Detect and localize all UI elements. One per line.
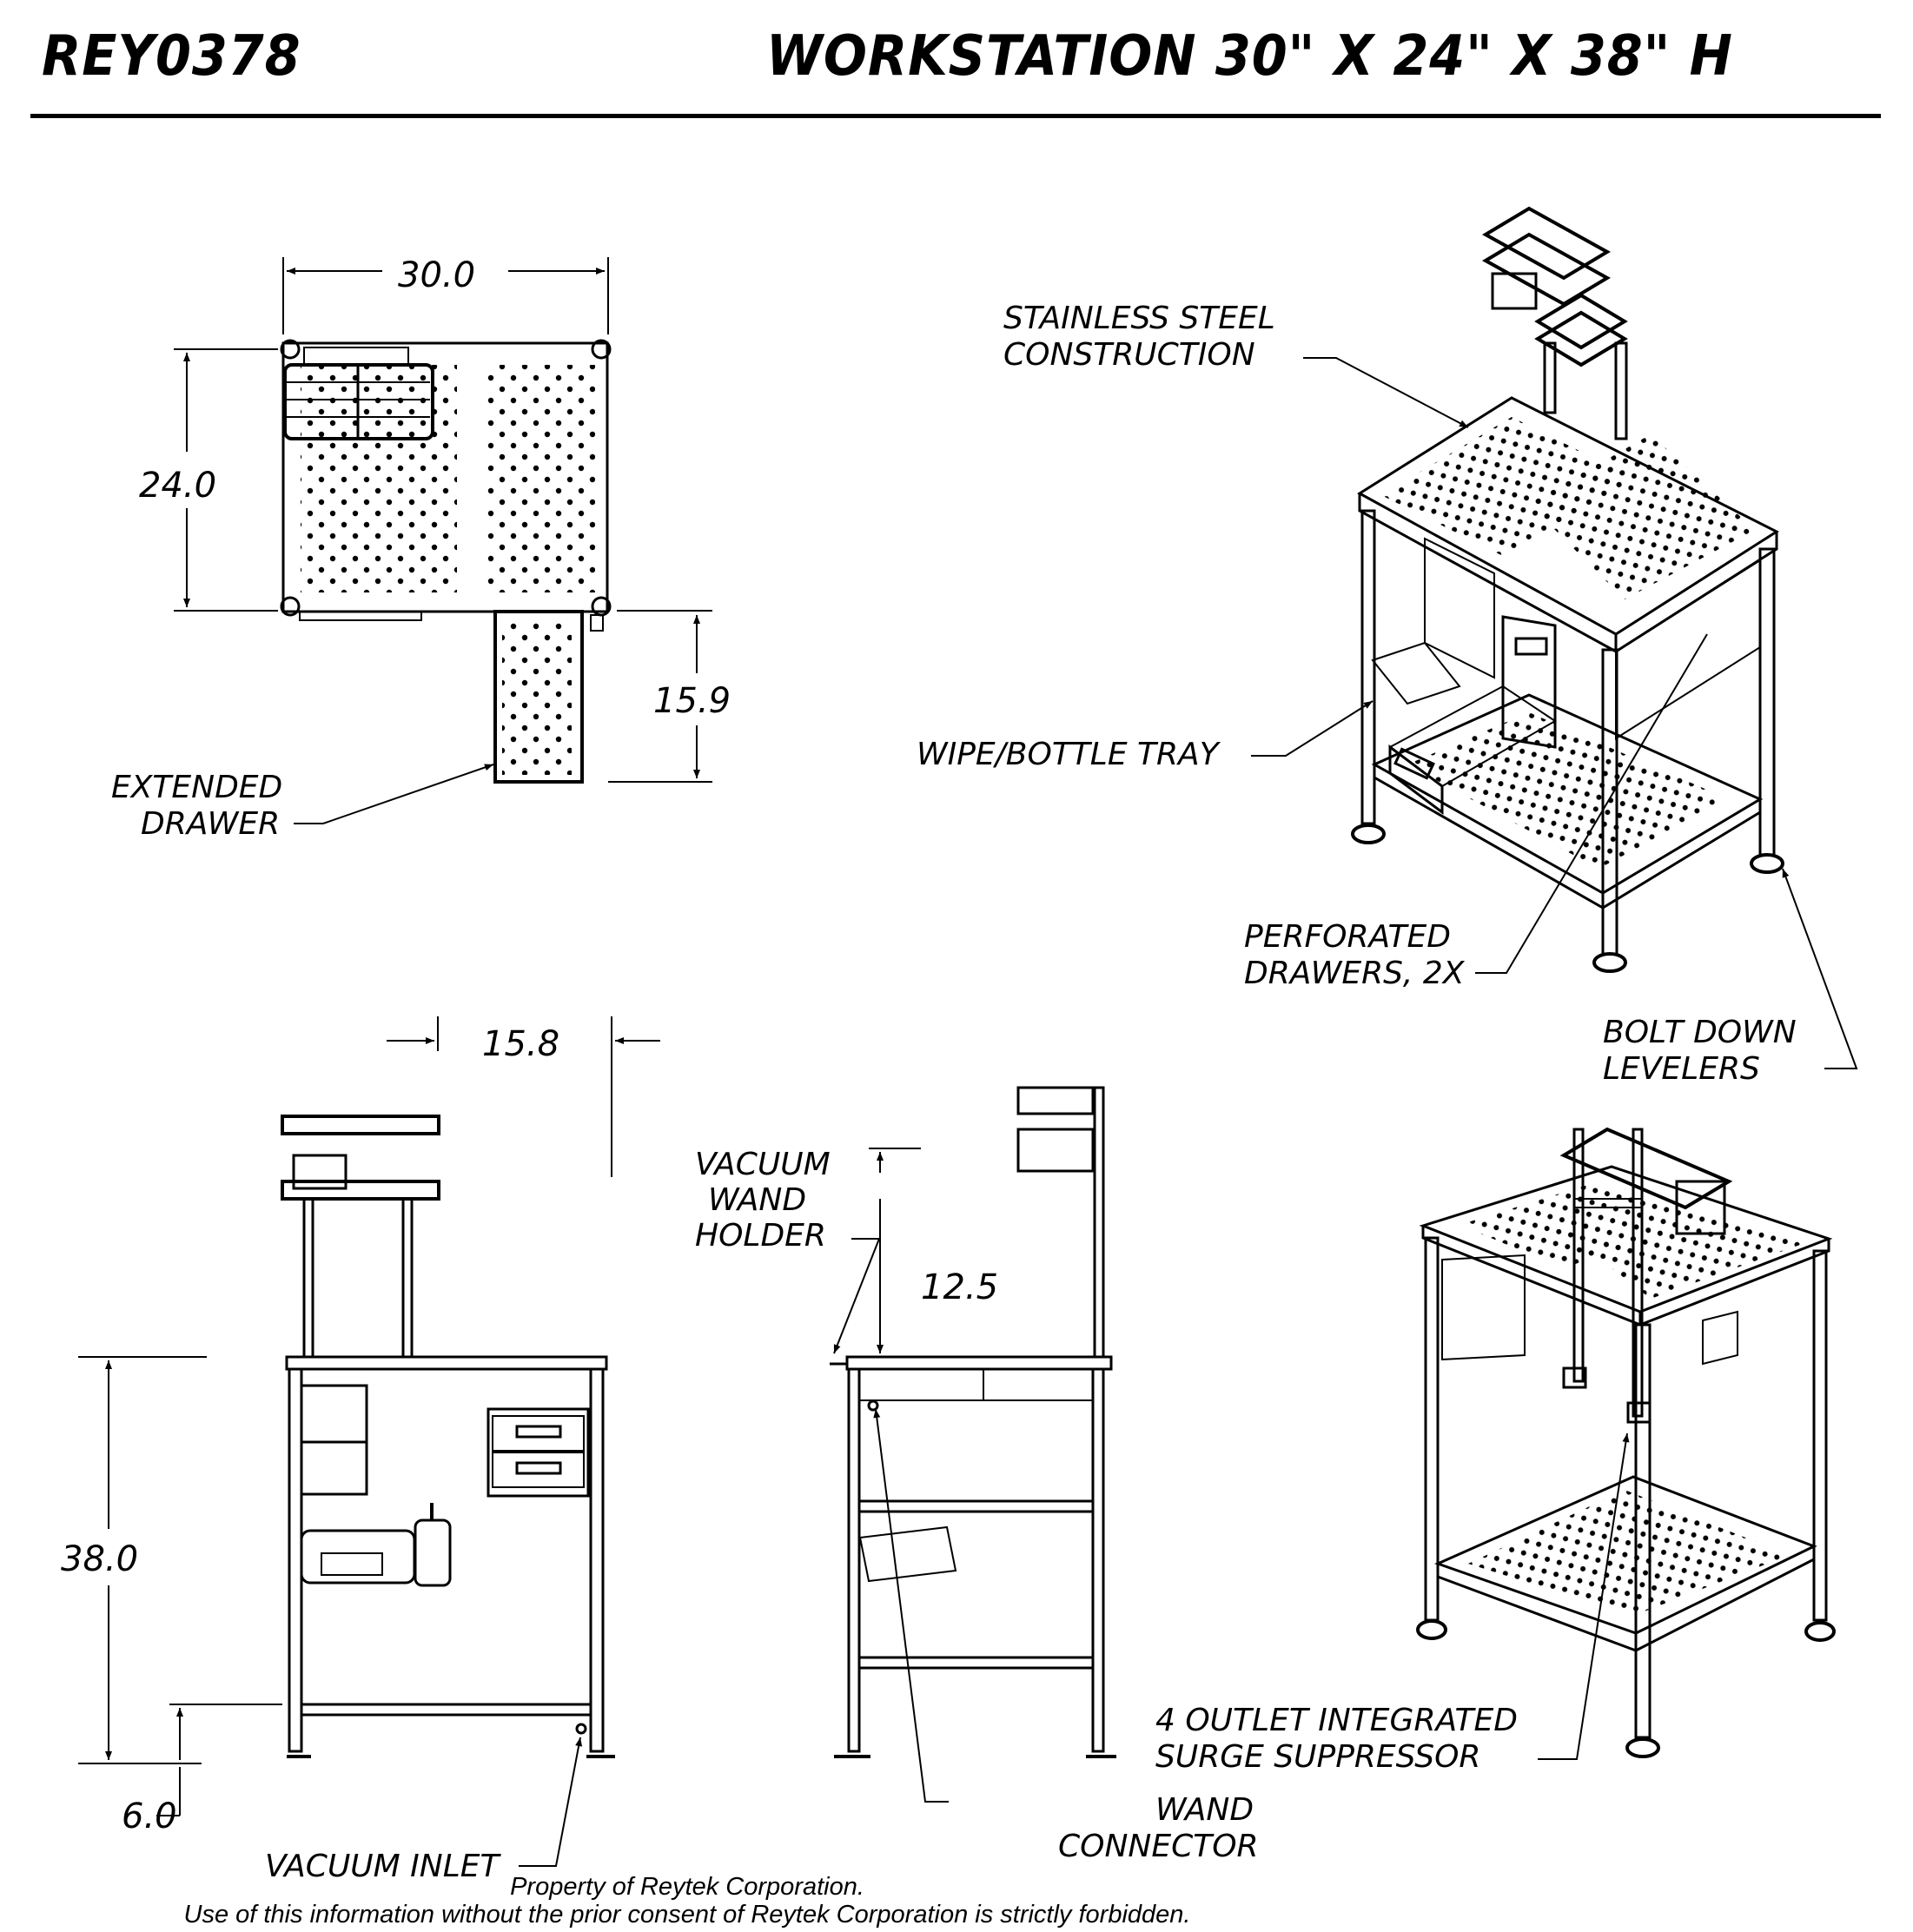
dim-height-value: 38.0 <box>61 1539 138 1579</box>
callout-perforated-drawers: PERFORATED DRAWERS, 2X <box>1244 633 1708 991</box>
callout-extended-drawer-line2: DRAWER <box>141 806 280 842</box>
dim-height: 38.0 <box>61 1356 207 1764</box>
callout-vacuum-wand-holder-line3: HOLDER <box>695 1218 826 1254</box>
dim-drawer-extended: 15.9 <box>608 610 731 783</box>
callout-extended-drawer-line1: EXTENDED <box>111 770 282 805</box>
front-elevation <box>281 1115 615 1758</box>
iso-view-front <box>1351 206 1784 973</box>
callout-perforated-drawers-line2: DRAWERS, 2X <box>1244 956 1466 991</box>
dim-depth-value: 24.0 <box>139 466 216 506</box>
dim-shelf-clearance-value: 12.5 <box>921 1267 998 1307</box>
callout-vacuum-inlet: VACUUM INLET <box>265 1737 583 1884</box>
callout-wand-connector-line1: WAND <box>1155 1792 1254 1828</box>
dim-drawer-extended-value: 15.9 <box>653 681 731 721</box>
callout-perforated-drawers-line1: PERFORATED <box>1244 919 1451 955</box>
callout-stainless-steel-line2: CONSTRUCTION <box>1003 337 1255 373</box>
footer-usage-notice: Use of this information without the prio… <box>183 1901 1191 1929</box>
callout-bolt-down-levelers: BOLT DOWN LEVELERS <box>1603 868 1858 1087</box>
top-view-extended-drawer <box>493 610 584 784</box>
dim-drawer-extension-value: 15.8 <box>482 1024 559 1064</box>
callout-vacuum-wand-holder-line1: VACUUM <box>695 1147 831 1182</box>
callout-surge-suppressor-line2: SURGE SUPPRESSOR <box>1155 1739 1480 1775</box>
side-elevation <box>830 1086 1116 1758</box>
callout-wipe-bottle-tray: WIPE/BOTTLE TRAY <box>917 700 1374 772</box>
document-title: WORKSTATION 30" X 24" X 38" H <box>766 24 1733 89</box>
callout-stainless-steel: STAINLESS STEEL CONSTRUCTION <box>1003 301 1469 428</box>
footer-property-notice: Property of Reytek Corporation. <box>510 1873 864 1901</box>
top-view-perforation-right <box>487 365 595 592</box>
dim-width-value: 30.0 <box>398 255 475 295</box>
callout-wand-connector-line2: CONNECTOR <box>1058 1829 1259 1864</box>
dim-drawer-extension: 15.8 <box>387 1016 660 1177</box>
dim-width: 30.0 <box>282 255 609 334</box>
callout-vacuum-inlet-text: VACUUM INLET <box>265 1849 502 1884</box>
dim-shelf-clearance: 12.5 <box>869 1148 998 1353</box>
top-view-worksurface <box>281 341 609 613</box>
document-number: REY0378 <box>42 24 301 89</box>
header-rule <box>30 114 1881 118</box>
callout-wand-connector: WAND CONNECTOR <box>873 1408 1259 1864</box>
callout-stainless-steel-line1: STAINLESS STEEL <box>1003 301 1275 336</box>
top-view <box>280 339 612 784</box>
callout-surge-suppressor: 4 OUTLET INTEGRATED SURGE SUPPRESSOR <box>1155 1432 1630 1775</box>
iso-view-rear <box>1416 1127 1836 1758</box>
callout-bolt-down-levelers-line2: LEVELERS <box>1603 1051 1760 1087</box>
dim-depth: 24.0 <box>139 348 278 612</box>
callout-wipe-bottle-tray-text: WIPE/BOTTLE TRAY <box>917 737 1221 772</box>
callout-vacuum-wand-holder-line2: WAND <box>708 1182 806 1218</box>
callout-extended-drawer: EXTENDED DRAWER <box>111 764 494 842</box>
dim-lower-shelf-value: 6.0 <box>122 1796 177 1836</box>
callout-vacuum-wand-holder: VACUUM WAND HOLDER <box>695 1147 881 1354</box>
callout-surge-suppressor-line1: 4 OUTLET INTEGRATED <box>1155 1703 1518 1738</box>
dim-lower-shelf: 6.0 <box>122 1704 282 1836</box>
callout-bolt-down-levelers-line1: BOLT DOWN <box>1603 1015 1797 1050</box>
